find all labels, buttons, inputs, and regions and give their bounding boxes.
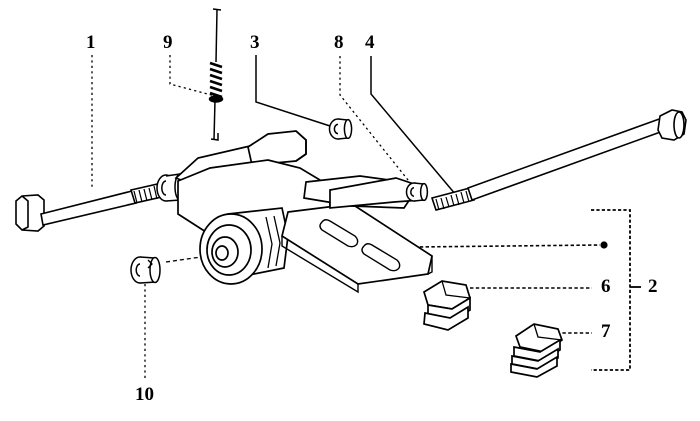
callout-label-7[interactable]: 7 (601, 321, 611, 342)
bolt-right-head-cap (673, 111, 685, 139)
rod-shaft-lower (213, 99, 216, 141)
callout-label-9[interactable]: 9 (163, 32, 173, 53)
rod-tip-top (212, 8, 222, 11)
layered-shim-stack (510, 323, 564, 378)
long-through-bolt-right (430, 109, 687, 211)
rubber-block-line (441, 280, 471, 299)
callout-label-1[interactable]: 1 (86, 32, 96, 53)
mount-plate-slot-1 (319, 219, 359, 248)
upper-cylinder-end (295, 130, 307, 162)
leader-line-9 (169, 55, 216, 97)
upper-nut-cap (343, 118, 353, 140)
leader-lines (91, 55, 601, 378)
bolt-right-shaft (466, 116, 668, 202)
leader-line-8 (339, 56, 417, 191)
leader-dot-5 (600, 241, 608, 249)
bolt-left-shaft (40, 190, 138, 226)
callout-label-3[interactable]: 3 (250, 32, 260, 53)
group-bracket-outline (591, 209, 631, 371)
main-body-assembly (174, 130, 433, 294)
bolt-right-threads (435, 190, 470, 211)
rubber-block-base (423, 305, 469, 331)
mount-plate-edge (427, 256, 433, 275)
arm-bushing-cap (419, 182, 429, 202)
bolt-left-head-face (21, 195, 29, 231)
leader-line-4 (370, 56, 457, 196)
upper-bushing-nut (328, 118, 353, 140)
rod-spring-collar (208, 95, 224, 103)
group-bracket (591, 209, 641, 371)
center-bearing-drum (199, 207, 289, 285)
flange-nut-notch (147, 259, 153, 269)
leader-line-5 (413, 244, 601, 248)
drum-rib-lines (265, 216, 273, 269)
callout-label-8[interactable]: 8 (334, 32, 344, 53)
threaded-rod-spring (208, 8, 224, 141)
rubber-mount-block (422, 280, 472, 331)
left-pivot-bushing (156, 173, 186, 202)
shim-top-line (533, 323, 563, 341)
small-flange-nut (130, 256, 161, 284)
mount-plate-slot (281, 203, 433, 294)
mount-plate-edge2 (281, 236, 359, 294)
callout-label-6[interactable]: 6 (601, 276, 611, 297)
callout-label-2[interactable]: 2 (648, 276, 658, 297)
callout-label-4[interactable]: 4 (365, 32, 375, 53)
leader-line-3 (255, 55, 331, 127)
bolt-left-head (15, 194, 45, 232)
left-arm-bushing (405, 182, 429, 202)
flange-nut-cap (149, 256, 161, 284)
shim-layer-3 (510, 355, 558, 378)
mount-plate-slot-2 (361, 243, 401, 272)
drum-hub (215, 245, 229, 261)
rod-coil-spring (209, 61, 223, 99)
rod-tip-bottom (210, 133, 219, 141)
callout-label-10[interactable]: 10 (135, 384, 154, 405)
long-through-bolt-left (15, 182, 168, 232)
drum-rib-lines2 (273, 215, 281, 267)
rod-shaft-upper (215, 9, 218, 63)
